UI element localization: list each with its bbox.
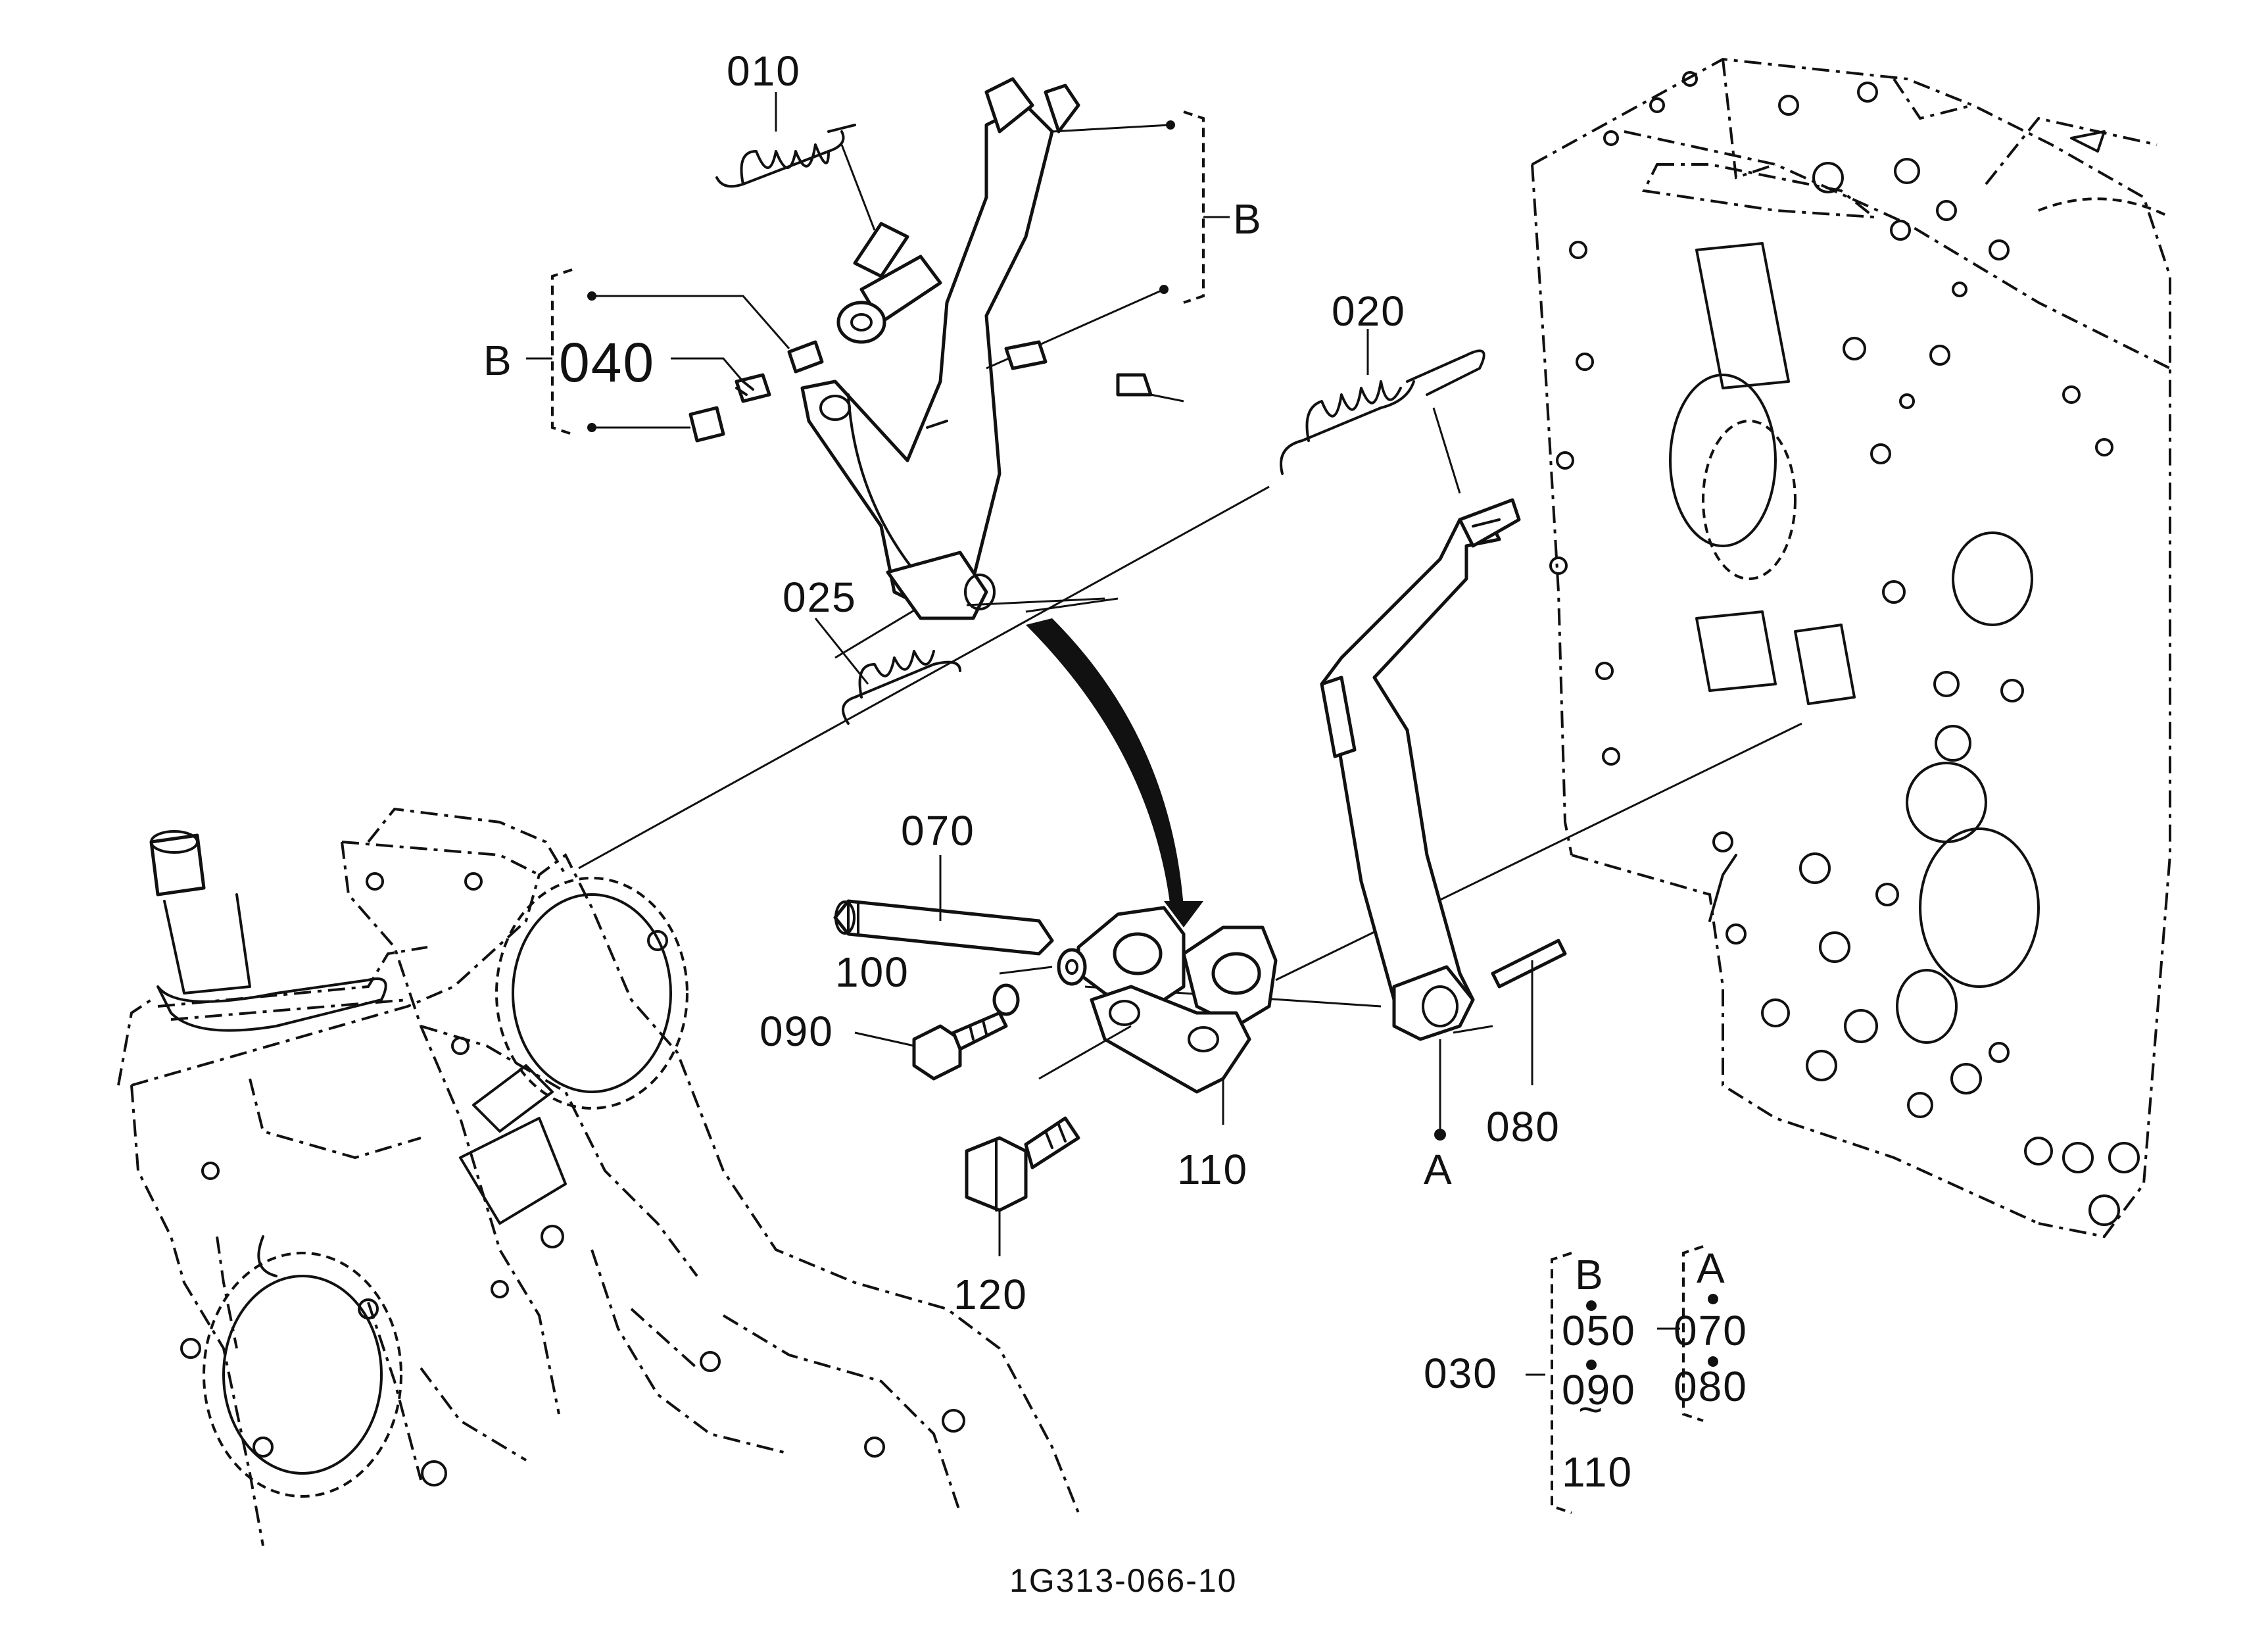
assembly-axis-lines <box>578 485 1802 1034</box>
kit-group-b-item-1: 050 <box>1562 1307 1636 1354</box>
bolt-120 <box>965 1116 1080 1256</box>
spring-010 <box>715 92 856 188</box>
kit-group-b-letter: B <box>1575 1251 1604 1298</box>
drawing-id: 1G313-066-10 <box>1009 1562 1237 1599</box>
ref-a-bottom: A <box>1424 1146 1453 1193</box>
ref-b-right: B <box>1233 195 1263 243</box>
callout-020: 020 <box>1332 287 1406 335</box>
kit-group-a-item-2: 080 <box>1674 1363 1748 1410</box>
gear-case <box>117 807 1080 1546</box>
bracket-b-right: B <box>1004 111 1263 403</box>
callout-025: 025 <box>783 574 857 621</box>
group-040: B <box>483 268 824 443</box>
spring-025 <box>814 618 961 725</box>
washer-100 <box>992 948 1087 1016</box>
bolt-090 <box>854 1011 1008 1081</box>
kit-group-b-item-3: 110 <box>1562 1448 1633 1496</box>
callout-040: 040 <box>559 332 655 393</box>
pin-080 <box>1491 939 1567 1085</box>
kit-group-a-item-1: 070 <box>1674 1307 1748 1354</box>
callout-070: 070 <box>901 807 975 854</box>
callout-labels: 010 020 025 040 070 080 090 100 110 120 <box>559 47 1560 1318</box>
assembly-arrow <box>1026 618 1203 927</box>
engine-block <box>1531 57 2171 1239</box>
callout-110: 110 <box>1177 1146 1248 1193</box>
bracket-110 <box>1038 906 1278 1125</box>
kit-main-number: 030 <box>1424 1350 1498 1397</box>
kit-group-a-letter: A <box>1697 1244 1726 1292</box>
kit-legend: 030 B 050 090 ~ 110 A 070 080 <box>1424 1244 1748 1514</box>
callout-120: 120 <box>953 1271 1028 1318</box>
svg-text:~: ~ <box>1578 1386 1604 1433</box>
spring-020 <box>1280 329 1485 494</box>
callout-100: 100 <box>835 948 909 996</box>
shaft-070 <box>833 855 1054 956</box>
ref-b-left: B <box>483 337 513 384</box>
kit-group-b-item-2: 090 <box>1562 1366 1636 1413</box>
callout-090: 090 <box>760 1008 834 1055</box>
callout-080: 080 <box>1486 1103 1560 1150</box>
release-fork <box>800 77 1175 620</box>
callout-010: 010 <box>727 47 801 95</box>
release-lever: A <box>1320 498 1521 1193</box>
